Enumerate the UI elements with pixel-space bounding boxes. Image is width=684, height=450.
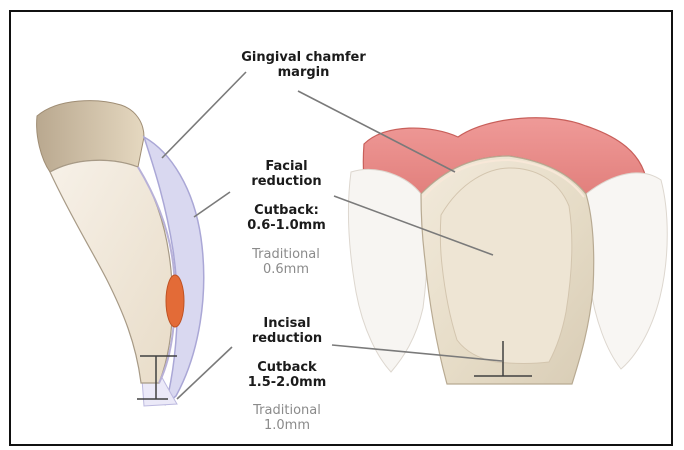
facial-reduction-title-line-2: reduction bbox=[244, 175, 329, 190]
prepared-tooth-body bbox=[50, 160, 173, 383]
incisal-traditional-line-2: 1.0mm bbox=[238, 419, 336, 434]
facial-cutback-label: Cutback: 0.6-1.0mm bbox=[244, 204, 329, 234]
right-adjacent-tooth bbox=[585, 173, 668, 369]
incisal-cutback-label: Cutback 1.5-2.0mm bbox=[245, 361, 329, 391]
leader-gingival-to-left bbox=[162, 72, 246, 158]
incisal-traditional-line-1: Traditional bbox=[238, 404, 336, 419]
prepared-tooth-illustration bbox=[349, 118, 668, 384]
facial-cutback-line-2: 0.6-1.0mm bbox=[244, 219, 329, 234]
gingival-margin-line-2: margin bbox=[241, 66, 366, 81]
incisal-traditional-label: Traditional 1.0mm bbox=[238, 404, 336, 434]
facial-traditional-line-1: Traditional bbox=[237, 248, 335, 263]
crown-core bbox=[440, 168, 571, 364]
incisal-reduction-title-line-2: reduction bbox=[245, 332, 329, 347]
facial-traditional-label: Traditional 0.6mm bbox=[237, 248, 335, 278]
incisal-reduction-label: Incisal reduction bbox=[245, 317, 329, 347]
facial-traditional-line-2: 0.6mm bbox=[237, 263, 335, 278]
diagram-frame: Gingival chamfer margin Facial reduction… bbox=[9, 10, 673, 446]
incisal-cutback-line-2: 1.5-2.0mm bbox=[245, 376, 329, 391]
facial-reduction-title-line-1: Facial bbox=[244, 160, 329, 175]
gingival-margin-label: Gingival chamfer margin bbox=[241, 51, 366, 81]
gingival-margin-line-1: Gingival chamfer bbox=[241, 51, 366, 66]
tooth-cross-section bbox=[37, 101, 204, 406]
left-adjacent-tooth bbox=[349, 169, 428, 372]
incisal-cutback-line-1: Cutback bbox=[245, 361, 329, 376]
facial-cutback-line-1: Cutback: bbox=[244, 204, 329, 219]
pulp-marker bbox=[166, 275, 184, 327]
facial-reduction-label: Facial reduction bbox=[244, 160, 329, 190]
incisal-reduction-title-line-1: Incisal bbox=[245, 317, 329, 332]
leader-facial-to-left bbox=[194, 192, 230, 217]
